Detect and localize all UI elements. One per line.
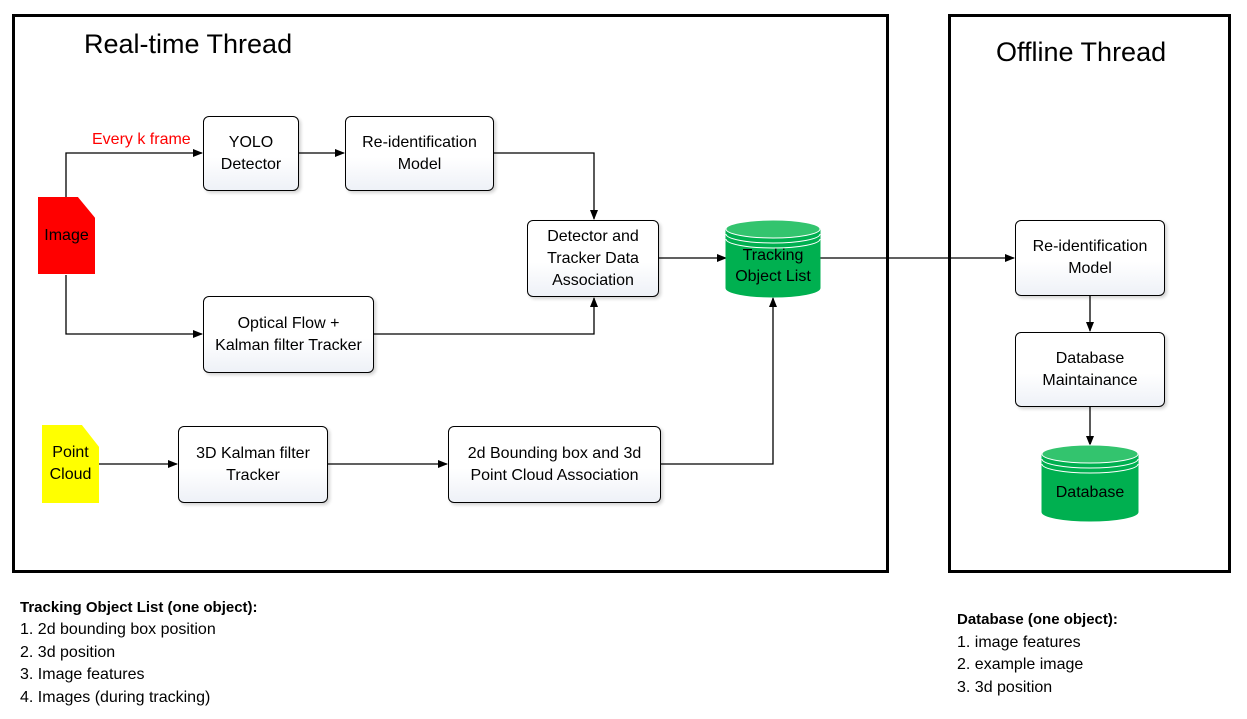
arrow-optical-to-assoc <box>374 297 598 335</box>
database-note-title: Database (one object): <box>957 611 1118 628</box>
tracking-list-cylinder <box>725 219 821 298</box>
tracking-list-note-item: 4. Images (during tracking) <box>20 689 211 706</box>
database-label: Database <box>1055 484 1125 501</box>
realtime-thread-frame <box>12 14 889 573</box>
arrow-reid-to-assoc <box>494 152 598 220</box>
arrow-image-to-yolo <box>65 149 203 197</box>
offline-thread-frame <box>948 14 1231 573</box>
realtime-reid-model-node: Re-identification Model <box>345 116 494 191</box>
tracking-list-note-item: 1. 2d bounding box position <box>20 621 216 638</box>
offline-reid-model-node: Re-identification Model <box>1015 220 1165 296</box>
database-note-item: 3. 3d position <box>957 679 1053 696</box>
kalman-3d-tracker-node: 3D Kalman filter Tracker <box>178 426 328 503</box>
every-k-frame-label: Every k frame <box>92 131 191 148</box>
database-cylinder <box>1041 444 1139 522</box>
optical-flow-tracker-node: Optical Flow + Kalman filter Tracker <box>203 296 374 373</box>
image-input-doc: Image <box>38 197 95 274</box>
yolo-detector-node: YOLO Detector <box>203 116 299 191</box>
realtime-thread-title: Real-time Thread <box>84 29 293 59</box>
tracking-list-note-item: 2. 3d position <box>20 644 116 661</box>
database-maintenance-node: Database Maintainance <box>1015 332 1165 407</box>
tracking-list-note-item: 3. Image features <box>20 666 145 683</box>
image-input-label: Image <box>44 226 89 244</box>
tracking-list-note-title: Tracking Object List (one object): <box>20 599 258 616</box>
arrow-bbox-to-tracking <box>661 297 777 465</box>
bbox-pointcloud-association-node: 2d Bounding box and 3d Point Cloud Assoc… <box>448 426 661 503</box>
data-association-node: Detector and Tracker Data Association <box>527 220 659 297</box>
arrow-image-to-optical <box>65 275 203 338</box>
pointcloud-input-label: Point Cloud <box>49 444 92 483</box>
offline-thread-title: Offline Thread <box>996 37 1167 67</box>
database-note-item: 2. example image <box>957 656 1084 673</box>
database-note-item: 1. image features <box>957 634 1081 651</box>
tracking-object-list-label: Tracking Object List <box>735 247 811 285</box>
pointcloud-input-doc: Point Cloud <box>42 425 99 503</box>
